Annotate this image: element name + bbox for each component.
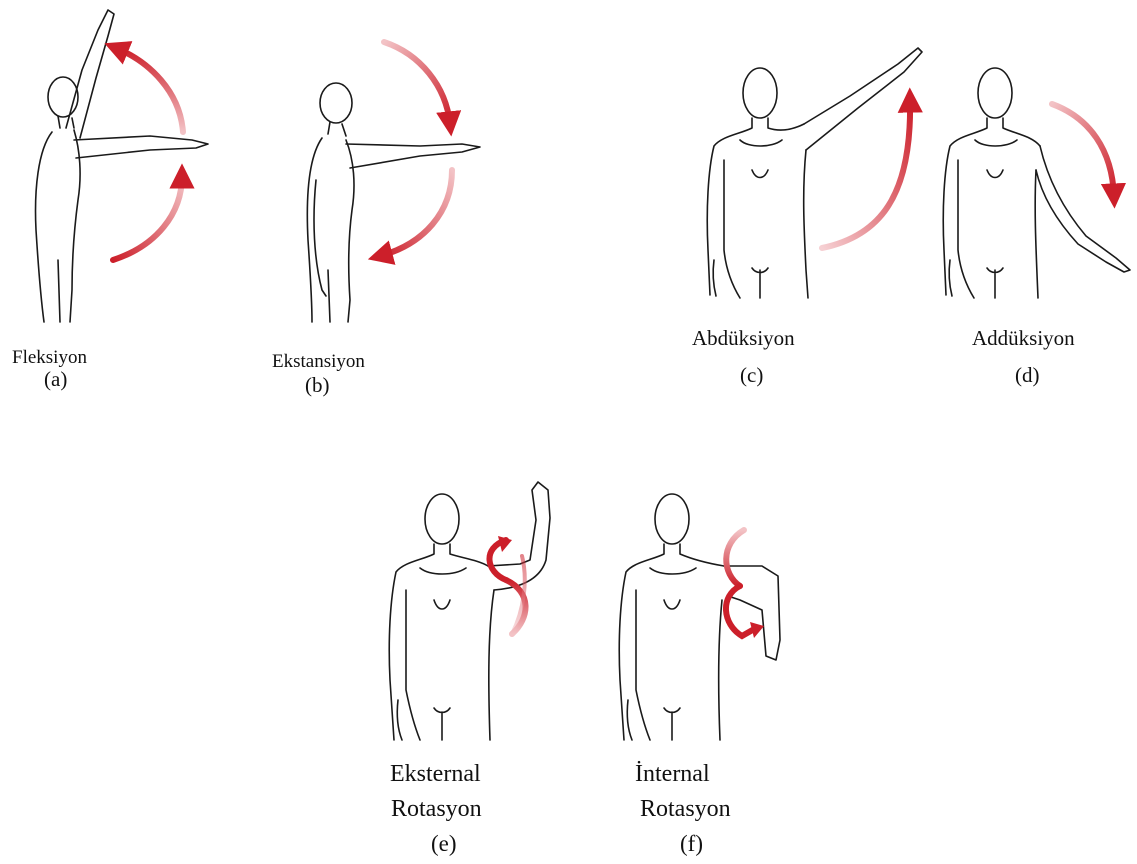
flexion-arrow-upper	[116, 48, 183, 132]
label-fleksiyon: Fleksiyon	[12, 348, 87, 367]
label-rotasyon-f: Rotasyon	[640, 797, 731, 821]
sub-b: (b)	[305, 375, 330, 396]
sub-d: (d)	[1015, 365, 1040, 386]
adduction-arrow	[1052, 104, 1114, 196]
extension-arrow-lower	[380, 170, 452, 256]
label-adduksiyon: Addüksiyon	[972, 328, 1075, 349]
figure-extension	[307, 83, 480, 322]
sub-e: (e)	[431, 832, 457, 855]
label-internal: İnternal	[635, 762, 710, 786]
label-rotasyon-e: Rotasyon	[391, 797, 482, 821]
sub-a: (a)	[44, 369, 67, 390]
extension-arrow-upper	[384, 42, 450, 124]
label-eksternal: Eksternal	[390, 762, 481, 786]
abduction-arrow	[822, 100, 910, 248]
label-ekstansiyon: Ekstansiyon	[272, 352, 365, 371]
sub-f: (f)	[680, 832, 703, 855]
figure-flexion	[36, 10, 208, 322]
figure-internal-rotation	[619, 494, 780, 740]
flexion-arrow-lower	[113, 176, 182, 260]
internal-rotation-arrow	[726, 530, 764, 638]
figure-abduction	[707, 48, 922, 298]
figure-adduction	[943, 68, 1130, 298]
sub-c: (c)	[740, 365, 763, 386]
label-abduksiyon: Abdüksiyon	[692, 328, 795, 349]
